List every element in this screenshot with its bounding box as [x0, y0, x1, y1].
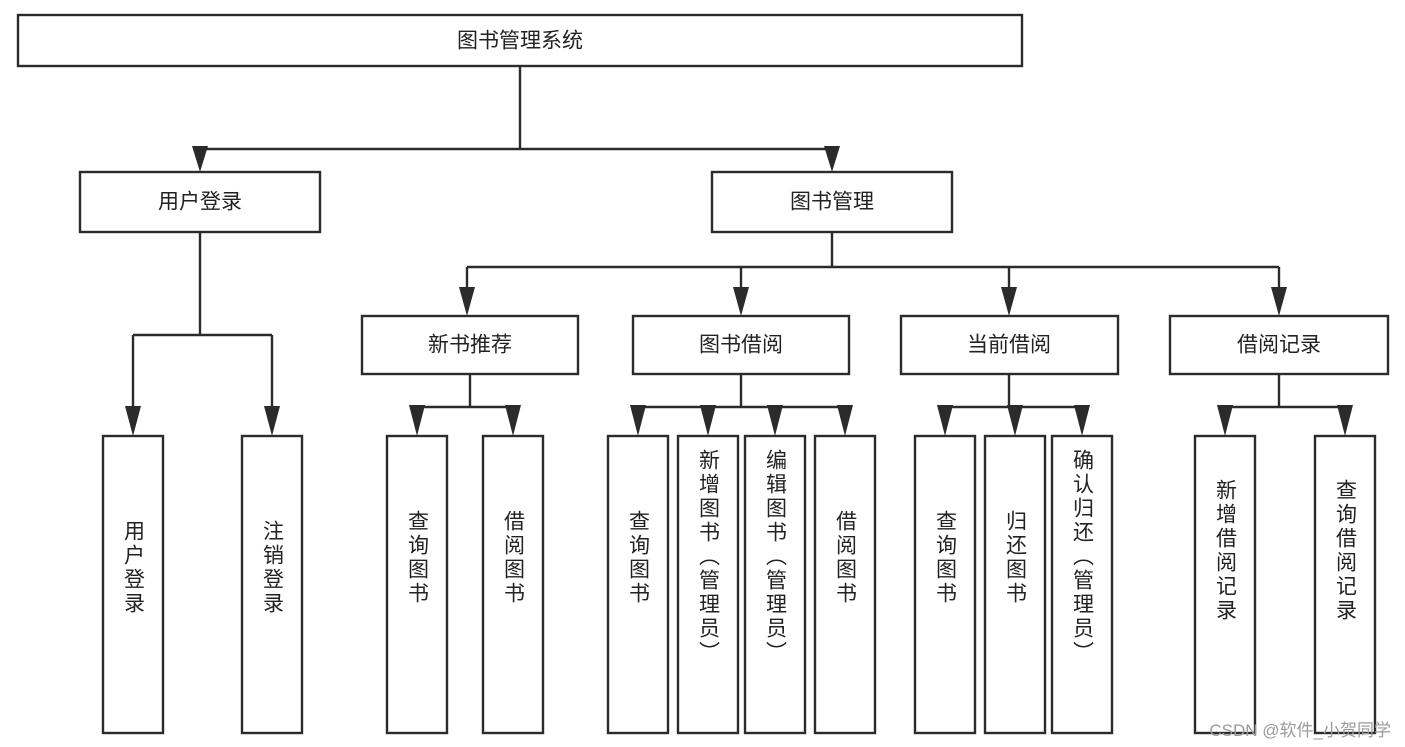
node-leaf-return-book[interactable]: 归还图书 — [983, 434, 1047, 735]
arrow-head-borrowrecord-add — [1217, 405, 1233, 436]
node-leaf-add-borrow-record-label: 新增借阅记录 — [1214, 479, 1238, 623]
node-borrowing-record-box — [1168, 314, 1390, 376]
node-root-label: 图书管理系统 — [457, 30, 583, 53]
node-leaf-lend-book-box — [813, 434, 877, 735]
arrow-head-bookborrow-add — [700, 405, 716, 436]
node-leaf-query-book-borrowing-box — [606, 434, 670, 735]
arrow-head-newbook-query — [409, 405, 425, 436]
node-leaf-query-borrow-record[interactable]: 查询借阅记录 — [1313, 434, 1377, 735]
node-leaf-add-borrow-record-box — [1193, 434, 1257, 735]
arrow-head-leaf-logout — [264, 406, 280, 436]
node-user-login-label: 用户登录 — [158, 191, 242, 214]
node-leaf-logout-box — [240, 434, 304, 735]
node-leaf-query-book-borrowing-label: 查询图书 — [627, 510, 651, 606]
arrow-head-to-new-book-rec — [459, 287, 475, 316]
arrow-head-newbook-borrow — [505, 405, 521, 436]
node-new-book-recommendation-box — [360, 314, 580, 376]
node-leaf-query-book-newbook-box — [385, 434, 449, 735]
node-leaf-query-borrow-record-box — [1313, 434, 1377, 735]
connectors-group — [125, 66, 1353, 436]
node-book-borrowing-box — [631, 314, 851, 376]
arrow-head-bookborrow-query — [630, 405, 646, 436]
node-leaf-query-book-current-box — [913, 434, 977, 735]
node-leaf-query-book-newbook-label: 查询图书 — [406, 510, 430, 606]
node-book-management-label: 图书管理 — [790, 191, 874, 214]
arrow-head-currentborrow-query — [937, 405, 953, 436]
arrow-head-borrowrecord-query — [1337, 405, 1353, 436]
node-user-login[interactable]: 用户登录 — [78, 170, 322, 234]
arrow-head-to-book-management — [824, 146, 840, 172]
node-root-book-management-system[interactable]: 图书管理系统 — [16, 13, 1024, 68]
node-leaf-logout-label: 注销登录 — [261, 520, 285, 616]
node-book-borrowing-label: 图书借阅 — [699, 334, 783, 357]
node-new-book-recommendation[interactable]: 新书推荐 — [360, 314, 580, 376]
node-leaf-add-borrow-record[interactable]: 新增借阅记录 — [1193, 434, 1257, 735]
node-leaf-add-book-admin[interactable]: 新增图书（管理员） — [676, 434, 740, 735]
node-leaf-query-borrow-record-label: 查询借阅记录 — [1334, 479, 1358, 623]
node-current-borrowing-box — [899, 314, 1120, 376]
node-leaf-lend-book[interactable]: 借阅图书 — [813, 434, 877, 735]
node-leaf-logout[interactable]: 注销登录 — [240, 434, 304, 735]
csdn-watermark: CSDN @软件_小贺同学 — [1209, 721, 1391, 740]
node-book-borrowing[interactable]: 图书借阅 — [631, 314, 851, 376]
node-book-management-box — [710, 170, 954, 234]
node-current-borrowing-label: 当前借阅 — [967, 334, 1051, 357]
node-leaf-edit-book-admin-label: 编辑图书（管理员） — [764, 449, 788, 665]
node-borrowing-record-label: 借阅记录 — [1237, 334, 1321, 357]
node-user-login-box — [78, 170, 322, 234]
node-leaf-user-login-label: 用户登录 — [122, 520, 146, 616]
node-leaf-add-book-admin-box — [676, 434, 740, 735]
arrow-head-bookborrow-edit — [767, 405, 783, 436]
arrow-head-currentborrow-return — [1007, 405, 1023, 436]
arrow-head-to-current-borrow — [1001, 287, 1017, 316]
arrow-head-leaf-user-login — [125, 406, 141, 436]
node-leaf-user-login-box — [101, 434, 165, 735]
node-leaf-lend-book-label: 借阅图书 — [834, 510, 858, 606]
node-leaf-query-book-current[interactable]: 查询图书 — [913, 434, 977, 735]
arrow-head-bookborrow-lend — [837, 405, 853, 436]
node-leaf-confirm-return-admin-box — [1050, 434, 1114, 735]
arrow-head-to-user-login — [192, 146, 208, 172]
node-leaf-borrow-book-newbook-box — [481, 434, 545, 735]
node-leaf-confirm-return-admin-label: 确认归还（管理员） — [1071, 449, 1095, 665]
node-current-borrowing[interactable]: 当前借阅 — [899, 314, 1120, 376]
node-leaf-query-book-current-label: 查询图书 — [934, 510, 958, 606]
arrow-head-to-book-borrow — [733, 287, 749, 316]
node-leaf-confirm-return-admin[interactable]: 确认归还（管理员） — [1050, 434, 1114, 735]
node-leaf-return-book-label: 归还图书 — [1004, 510, 1028, 606]
arrow-head-to-borrow-record — [1271, 287, 1287, 316]
node-root-box — [16, 13, 1024, 68]
node-leaf-borrow-book-newbook[interactable]: 借阅图书 — [481, 434, 545, 735]
node-leaf-query-book-newbook[interactable]: 查询图书 — [385, 434, 449, 735]
node-new-book-recommendation-label: 新书推荐 — [428, 334, 512, 357]
node-leaf-user-login[interactable]: 用户登录 — [101, 434, 165, 735]
node-borrowing-record[interactable]: 借阅记录 — [1168, 314, 1390, 376]
node-leaf-edit-book-admin[interactable]: 编辑图书（管理员） — [743, 434, 807, 735]
node-leaf-query-book-borrowing[interactable]: 查询图书 — [606, 434, 670, 735]
node-leaf-return-book-box — [983, 434, 1047, 735]
node-book-management[interactable]: 图书管理 — [710, 170, 954, 234]
arrow-head-currentborrow-confirm — [1074, 405, 1090, 436]
node-leaf-add-book-admin-label: 新增图书（管理员） — [697, 449, 721, 665]
node-leaf-borrow-book-newbook-label: 借阅图书 — [502, 510, 526, 606]
node-leaf-edit-book-admin-box — [743, 434, 807, 735]
